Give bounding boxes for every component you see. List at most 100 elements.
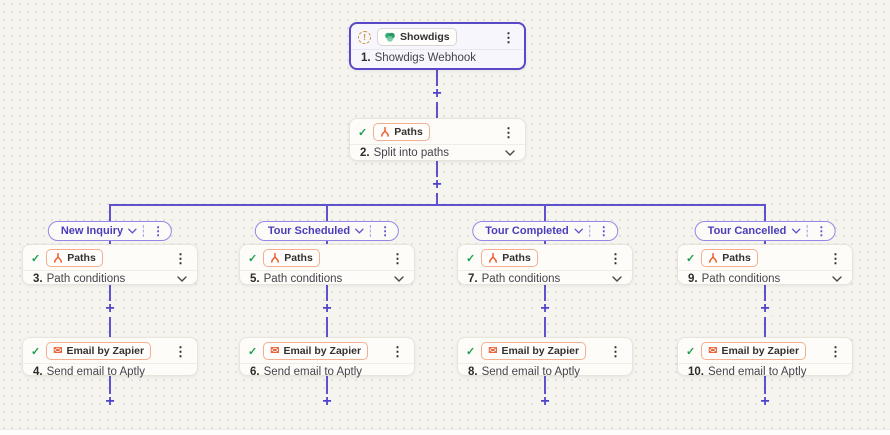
connector-line xyxy=(764,376,766,394)
add-step-button[interactable]: + xyxy=(757,394,773,410)
kebab-menu-icon[interactable]: ⋮ xyxy=(829,250,842,266)
step-title: Send email to Aptly xyxy=(708,366,807,378)
step-number: 6. xyxy=(250,366,260,378)
add-step-button[interactable]: + xyxy=(429,86,445,102)
step-number: 5. xyxy=(250,273,260,285)
add-step-button[interactable]: + xyxy=(102,301,118,317)
kebab-menu-icon[interactable]: ⋮ xyxy=(379,224,392,238)
kebab-menu-icon[interactable]: ⋮ xyxy=(174,250,187,266)
email-action-node[interactable]: ✓ ✉ Email by Zapier ⋮ 6. Send email to A… xyxy=(239,337,415,378)
email-icon: ✉ xyxy=(708,344,718,357)
paths-split-icon xyxy=(381,127,390,137)
connector-line xyxy=(764,285,766,301)
check-icon: ✓ xyxy=(358,126,368,139)
paths-badge: Paths xyxy=(373,123,430,141)
check-icon: ✓ xyxy=(31,252,41,265)
add-step-button[interactable]: + xyxy=(319,394,335,410)
path-label-pill[interactable]: Tour Scheduled ⋮ xyxy=(254,221,400,241)
paths-badge-label: Paths xyxy=(67,252,96,264)
path-label-pill[interactable]: Tour Cancelled ⋮ xyxy=(694,221,836,241)
check-icon: ✓ xyxy=(686,252,696,265)
email-action-node[interactable]: ✓ ✉ Email by Zapier ⋮ 8. Send email to A… xyxy=(457,337,633,378)
connector-line xyxy=(436,102,438,118)
pill-divider xyxy=(806,225,808,237)
step-number: 8. xyxy=(468,366,478,378)
add-step-button[interactable]: + xyxy=(537,301,553,317)
connector-line xyxy=(326,317,328,337)
kebab-menu-icon[interactable]: ⋮ xyxy=(609,250,622,266)
connector-line xyxy=(436,193,438,205)
paths-badge-label: Paths xyxy=(394,126,423,138)
check-icon: ✓ xyxy=(686,345,696,358)
collapse-chevron-icon[interactable] xyxy=(505,150,515,156)
kebab-menu-icon[interactable]: ⋮ xyxy=(391,250,404,266)
step-number: 3. xyxy=(33,273,43,285)
split-paths-node[interactable]: ✓ Paths ⋮ 2. Split into paths xyxy=(349,118,526,161)
step-title: Showdigs Webhook xyxy=(374,52,477,64)
email-icon: ✉ xyxy=(488,344,498,357)
add-step-button[interactable]: + xyxy=(537,394,553,410)
branch-connector-line xyxy=(109,204,766,206)
branch-tour-scheduled: Tour Scheduled ⋮ ✓ Paths ⋮ 5. Path condi… xyxy=(239,221,415,421)
connector-line xyxy=(436,161,438,177)
collapse-chevron-icon[interactable] xyxy=(612,276,622,282)
kebab-menu-icon[interactable]: ⋮ xyxy=(152,224,165,238)
kebab-menu-icon[interactable]: ⋮ xyxy=(391,343,404,359)
branch-tour-completed: Tour Completed ⋮ ✓ Paths ⋮ 7. Path condi… xyxy=(457,221,633,421)
add-step-button[interactable]: + xyxy=(429,177,445,193)
connector-line xyxy=(764,317,766,337)
paths-badge: Paths xyxy=(701,249,758,267)
step-title: Path conditions xyxy=(701,273,781,285)
path-conditions-node[interactable]: ✓ Paths ⋮ 7. Path conditions xyxy=(457,244,633,285)
email-badge: ✉ Email by Zapier xyxy=(481,342,587,360)
path-label-pill[interactable]: Tour Completed ⋮ xyxy=(472,221,618,241)
connector-line xyxy=(326,376,328,394)
step-title: Path conditions xyxy=(481,273,561,285)
collapse-chevron-icon[interactable] xyxy=(394,276,404,282)
connector-line xyxy=(109,317,111,337)
pill-divider xyxy=(143,225,145,237)
collapse-chevron-icon[interactable] xyxy=(832,276,842,282)
kebab-menu-icon[interactable]: ⋮ xyxy=(815,224,828,238)
connector-line xyxy=(109,285,111,301)
add-step-button[interactable]: + xyxy=(757,301,773,317)
email-badge-label: Email by Zapier xyxy=(501,345,580,357)
step-number: 2. xyxy=(360,147,370,159)
step-number: 4. xyxy=(33,366,43,378)
chevron-down-icon[interactable] xyxy=(355,228,364,234)
chevron-down-icon[interactable] xyxy=(573,228,583,234)
add-step-button[interactable]: + xyxy=(319,301,335,317)
paths-split-icon xyxy=(709,253,718,263)
check-icon: ✓ xyxy=(248,345,258,358)
path-conditions-node[interactable]: ✓ Paths ⋮ 9. Path conditions xyxy=(677,244,853,285)
email-badge: ✉ Email by Zapier xyxy=(263,342,369,360)
kebab-menu-icon[interactable]: ⋮ xyxy=(597,224,610,238)
step-title: Path conditions xyxy=(263,273,343,285)
kebab-menu-icon[interactable]: ⋮ xyxy=(829,343,842,359)
step-number: 1. xyxy=(361,52,371,64)
connector-line xyxy=(544,376,546,394)
check-icon: ✓ xyxy=(31,345,41,358)
paths-badge: Paths xyxy=(263,249,320,267)
kebab-menu-icon[interactable]: ⋮ xyxy=(174,343,187,359)
check-icon: ✓ xyxy=(466,345,476,358)
email-action-node[interactable]: ✓ ✉ Email by Zapier ⋮ 10. Send email to … xyxy=(677,337,853,378)
collapse-chevron-icon[interactable] xyxy=(177,276,187,282)
path-conditions-node[interactable]: ✓ Paths ⋮ 5. Path conditions xyxy=(239,244,415,285)
paths-split-icon xyxy=(489,253,498,263)
kebab-menu-icon[interactable]: ⋮ xyxy=(609,343,622,359)
showdigs-logo-icon xyxy=(385,32,395,42)
path-label-pill[interactable]: New Inquiry ⋮ xyxy=(47,221,173,241)
add-step-button[interactable]: + xyxy=(102,394,118,410)
path-label: Tour Completed xyxy=(485,225,569,237)
chevron-down-icon[interactable] xyxy=(791,228,801,234)
pill-divider xyxy=(370,225,372,237)
path-conditions-node[interactable]: ✓ Paths ⋮ 3. Path conditions xyxy=(22,244,198,285)
email-action-node[interactable]: ✓ ✉ Email by Zapier ⋮ 4. Send email to A… xyxy=(22,337,198,378)
paths-badge: Paths xyxy=(46,249,103,267)
kebab-menu-icon[interactable]: ⋮ xyxy=(502,29,515,45)
chevron-down-icon[interactable] xyxy=(128,228,137,234)
kebab-menu-icon[interactable]: ⋮ xyxy=(502,124,515,140)
trigger-node-showdigs[interactable]: ! Showdigs ⋮ 1. Showdigs Webhook xyxy=(349,22,526,70)
